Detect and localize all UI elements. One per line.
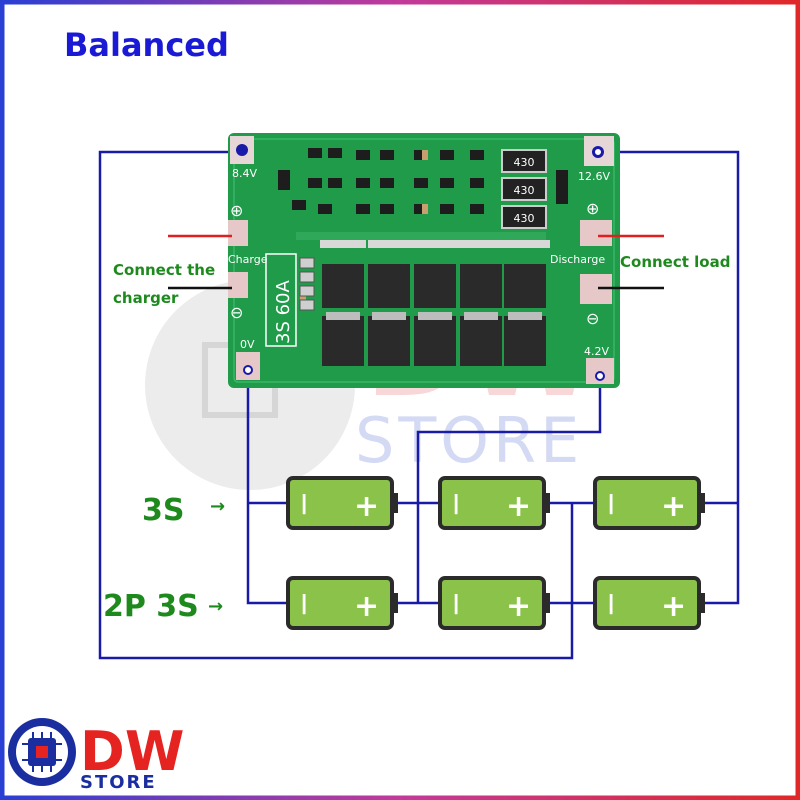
label-8v4: 8.4V — [232, 167, 257, 180]
arrow-3s-icon: → — [210, 496, 225, 517]
battery-minus-icon: I — [452, 488, 460, 521]
wire-8v4 — [98, 150, 574, 660]
battery-plus-icon: + — [661, 489, 686, 524]
battery-cell: I + — [286, 576, 398, 630]
model-label: 3S 60A — [273, 279, 294, 344]
battery-cell: I + — [593, 476, 705, 530]
minus-icon-charge: ⊖ — [230, 303, 243, 322]
battery-plus-icon: + — [506, 489, 531, 524]
label-4v2: 4.2V — [584, 345, 609, 358]
battery-cell: I + — [286, 476, 398, 530]
store-logo: DW STORE — [8, 718, 184, 793]
plus-icon-discharge: ⊕ — [586, 199, 599, 218]
connect-charger-label: Connect the — [113, 261, 215, 279]
label-0v: 0V — [240, 338, 255, 351]
battery-minus-icon: I — [607, 588, 615, 621]
shunt-resistors: 430 430 430 — [501, 149, 547, 229]
battery-plus-icon: + — [661, 589, 686, 624]
logo-dw: DW — [80, 720, 184, 783]
svg-text:430: 430 — [514, 184, 535, 197]
label-12v6: 12.6V — [578, 170, 610, 183]
battery-plus-icon: + — [354, 589, 379, 624]
battery-plus-icon: + — [354, 489, 379, 524]
pad-charge-plus — [228, 220, 248, 246]
battery-minus-icon: I — [300, 588, 308, 621]
battery-minus-icon: I — [607, 488, 615, 521]
logo-store: STORE — [80, 772, 157, 793]
connect-charger-label-line2: charger — [113, 289, 179, 307]
connect-load-label: Connect load — [620, 253, 730, 271]
arrow-2p3s-icon: → — [208, 596, 223, 617]
mosfet-array — [320, 240, 550, 366]
label-charge: Charge — [228, 253, 268, 266]
wire-4v2 — [416, 378, 602, 603]
watermark-store: STORE — [355, 404, 583, 477]
label-discharge: Discharge — [550, 253, 605, 266]
wires — [98, 150, 740, 660]
minus-icon-discharge: ⊖ — [586, 309, 599, 328]
plus-icon-charge: ⊕ — [230, 201, 243, 220]
svg-text:430: 430 — [514, 156, 535, 169]
battery-plus-icon: + — [506, 589, 531, 624]
label-3s: 3S — [142, 493, 184, 528]
battery-cell: I + — [438, 476, 550, 530]
battery-pack: I + I + I + I + — [286, 476, 705, 630]
pad-discharge-plus — [580, 220, 612, 246]
page-title: Balanced — [64, 26, 229, 64]
wire-0v — [246, 372, 288, 605]
svg-text:430: 430 — [514, 212, 535, 225]
pad-charge-minus — [228, 272, 248, 298]
battery-minus-icon: I — [452, 588, 460, 621]
battery-cell: I + — [438, 576, 550, 630]
bms-board: 430 430 430 — [228, 133, 620, 388]
battery-minus-icon: I — [300, 488, 308, 521]
wire-12v6 — [598, 150, 740, 605]
label-2p3s: 2P 3S — [103, 589, 199, 624]
battery-cell: I + — [593, 576, 705, 630]
